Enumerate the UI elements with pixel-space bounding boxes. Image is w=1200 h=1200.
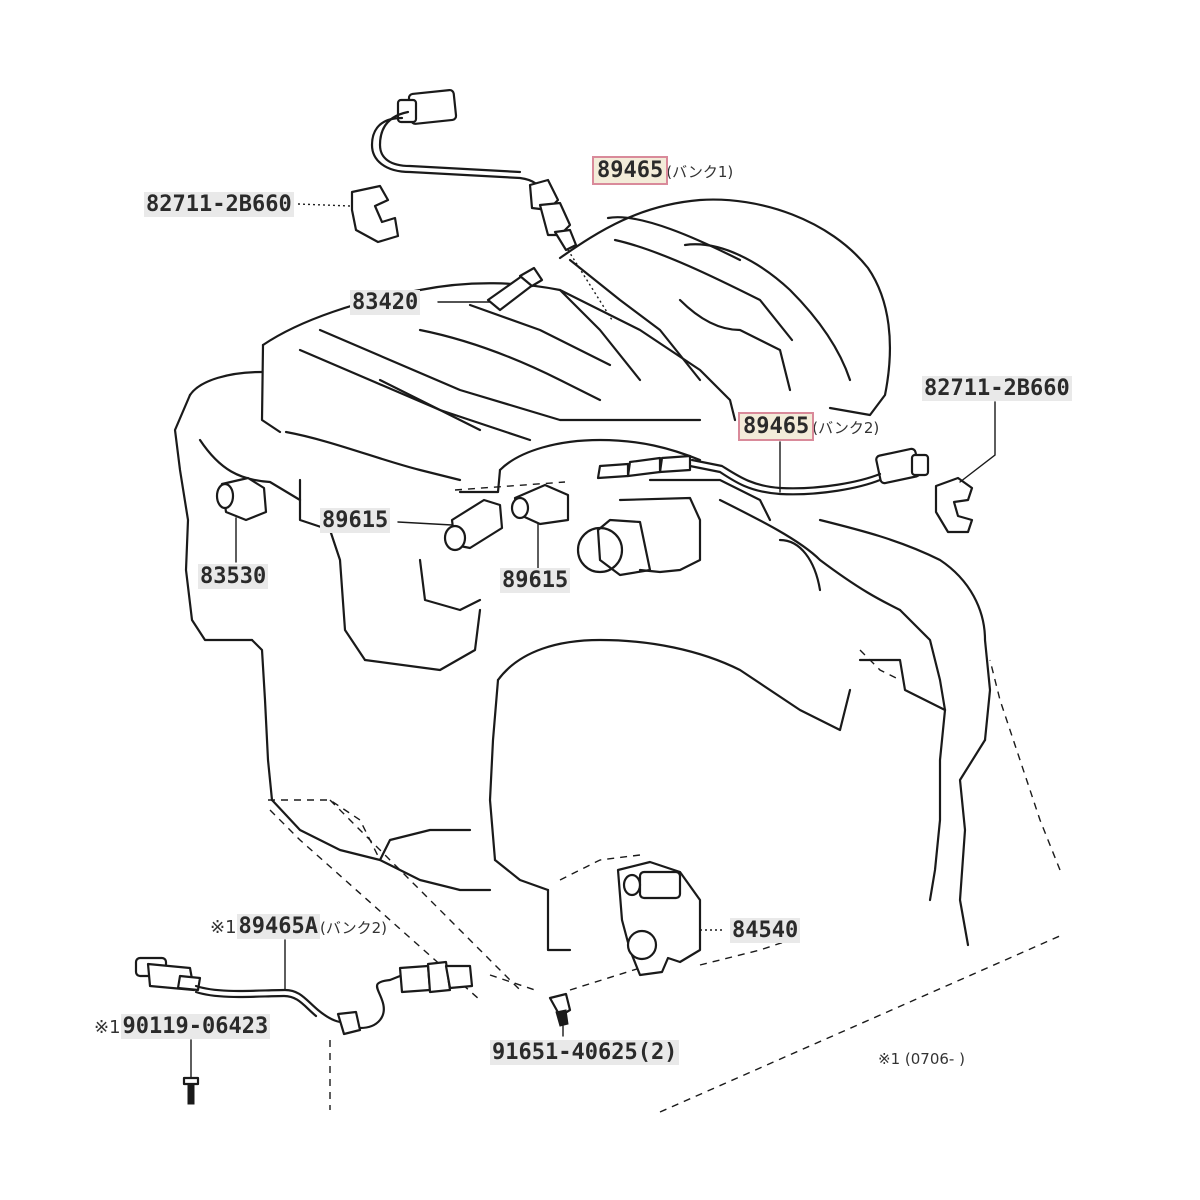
label-screw: 91651-40625(2) (490, 1040, 680, 1065)
o2-sensor-lower (134, 939, 474, 1036)
footnote: ※1 (0706- ) (878, 1050, 965, 1068)
bracket-right (934, 401, 996, 534)
label-cam-sensor: 84540 (730, 918, 801, 943)
label-bracket-top: 82711-2B660 (144, 192, 294, 217)
label-oil-sensor: 83530 (198, 564, 269, 589)
spark-plug (437, 266, 544, 312)
o2-sensor-bank1 (370, 88, 613, 321)
label-bolt: ※190119-06423 (94, 1014, 271, 1039)
label-spark-plug: 83420 (350, 290, 421, 315)
part-number-highlight[interactable]: 89465 (737, 412, 815, 441)
label-o2-lower: ※189465A(バンク2) (210, 914, 388, 939)
part-number-highlight[interactable]: 89465 (591, 156, 669, 185)
bolt-part (182, 1039, 200, 1105)
label-o2-bank1: 89465(バンク1) (591, 156, 733, 185)
knock-sensor-left (397, 498, 504, 552)
cam-position-sensor (616, 860, 725, 977)
label-knock-left: 89615 (320, 508, 391, 533)
engine-outline (173, 198, 1063, 1113)
label-o2-bank2: 89465(バンク2) (737, 412, 879, 441)
bracket-top (297, 184, 400, 244)
o2-sensor-bank2 (596, 441, 930, 496)
screw-part (548, 992, 572, 1037)
knock-sensor-right (510, 483, 570, 571)
label-knock-right: 89615 (500, 568, 571, 593)
oil-pressure-switch (215, 476, 268, 563)
label-bracket-right: 82711-2B660 (922, 376, 1072, 401)
